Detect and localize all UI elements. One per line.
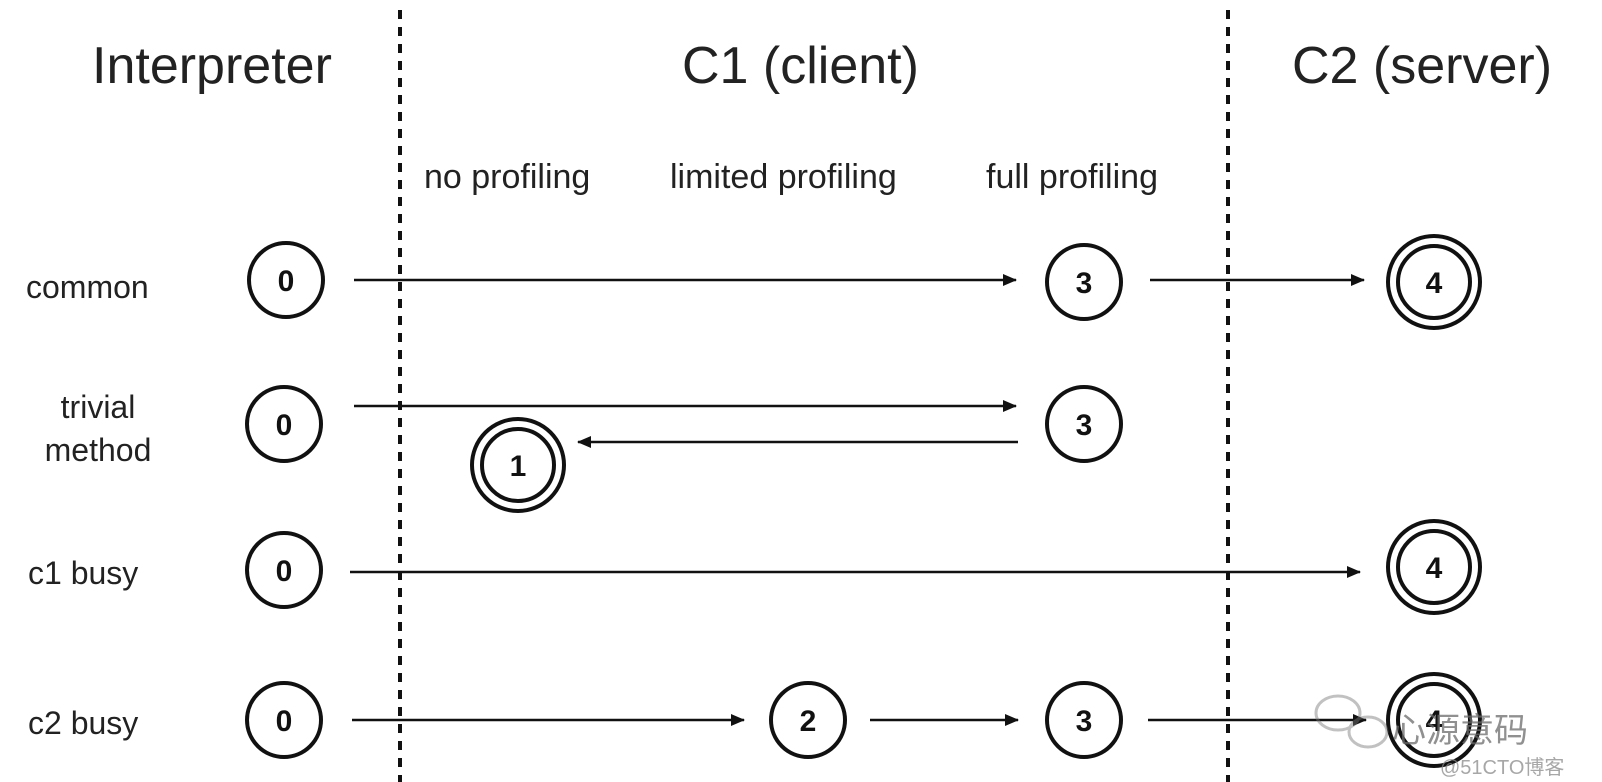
- watermark-brand: 心源意码: [1392, 712, 1528, 750]
- subcolumn-no-profiling: no profiling: [424, 158, 591, 196]
- node-c2busy-level-2: 2: [769, 681, 847, 759]
- node-c1busy-level-0: 0: [245, 531, 323, 609]
- row-label-c2-busy: c2 busy: [28, 705, 139, 741]
- svg-text:1: 1: [510, 450, 527, 483]
- svg-text:3: 3: [1076, 705, 1093, 738]
- chat-bubble-icon: [1314, 694, 1389, 749]
- node-common-level-0: 0: [247, 241, 325, 319]
- subcolumn-limited-profiling: limited profiling: [670, 158, 897, 196]
- node-c1busy-level-4: 4: [1386, 519, 1482, 615]
- row-label-trivial-line2: method: [44, 432, 152, 469]
- column-title-interpreter: Interpreter: [92, 37, 332, 95]
- subcolumn-full-profiling: full profiling: [986, 158, 1158, 196]
- svg-text:4: 4: [1426, 267, 1443, 300]
- svg-text:3: 3: [1076, 267, 1093, 300]
- node-c2busy-level-0: 0: [245, 681, 323, 759]
- column-title-c2: C2 (server): [1292, 37, 1553, 95]
- svg-text:4: 4: [1426, 552, 1443, 585]
- svg-text:2: 2: [800, 705, 817, 738]
- node-common-level-4: 4: [1386, 234, 1482, 330]
- svg-text:0: 0: [276, 409, 293, 442]
- node-trivial-level-1: 1: [470, 417, 566, 513]
- node-c2busy-level-3: 3: [1045, 681, 1123, 759]
- row-label-common: common: [26, 269, 149, 305]
- svg-text:0: 0: [276, 555, 293, 588]
- node-trivial-level-3: 3: [1045, 385, 1123, 463]
- svg-text:4: 4: [1426, 705, 1443, 738]
- svg-text:0: 0: [276, 705, 293, 738]
- watermark-credit: @51CTO博客: [1440, 757, 1565, 779]
- row-label-trivial-method: trivial method: [28, 386, 168, 472]
- row-label-c1-busy: c1 busy: [28, 555, 139, 591]
- node-trivial-level-0: 0: [245, 385, 323, 463]
- row-label-trivial-line1: trivial: [60, 389, 136, 425]
- node-c2busy-level-4: 4: [1386, 672, 1482, 768]
- column-title-c1: C1 (client): [682, 37, 919, 95]
- svg-text:3: 3: [1076, 409, 1093, 442]
- svg-text:0: 0: [278, 265, 295, 298]
- node-common-level-3: 3: [1045, 243, 1123, 321]
